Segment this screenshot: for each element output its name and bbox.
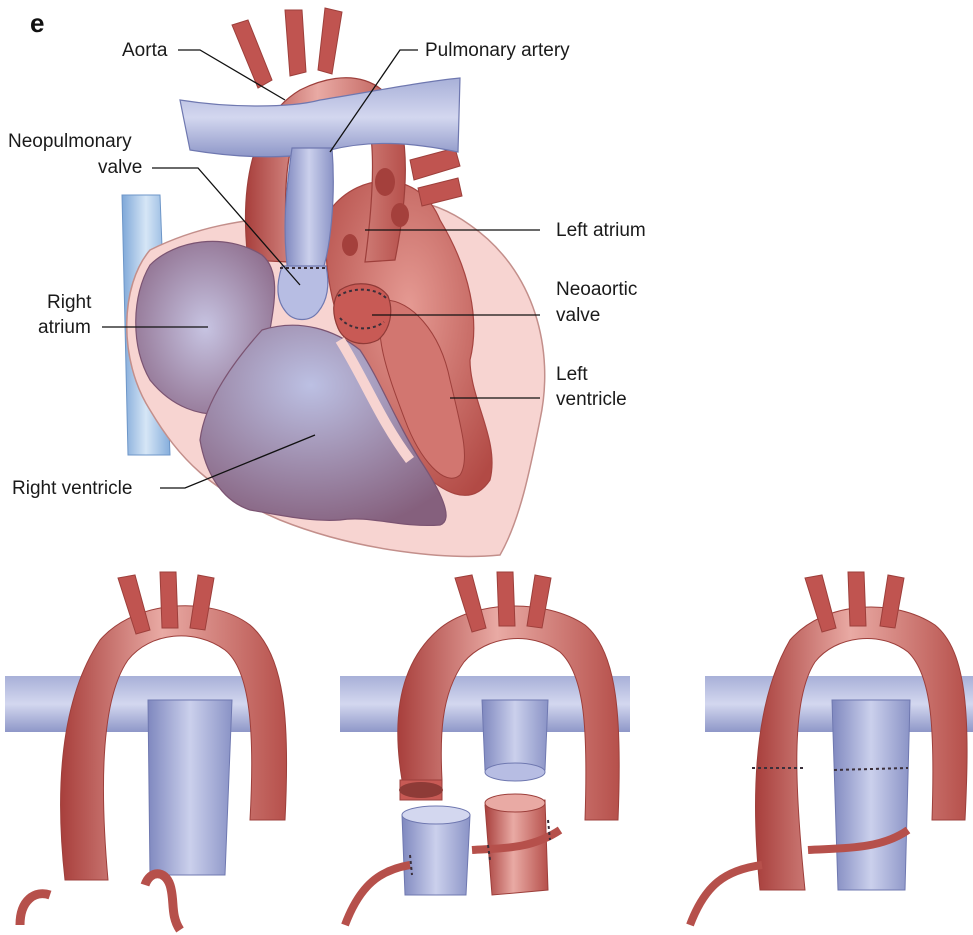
step-1-pulmonary-trunk [148,700,232,875]
label-neopulmonary-valve-line1: Neopulmonary [8,131,132,152]
label-neoaortic-valve-line2: valve [556,305,600,326]
step-2-aorta-cut-end [399,782,443,798]
label-left-atrium: Left atrium [556,220,646,241]
panel-letter: e [30,8,44,38]
pulmonary-artery-trunk [285,148,333,272]
step-3-pulmonary-trunk [832,700,910,890]
step-2-pulmonary-cut-end [485,763,545,781]
label-aorta: Aorta [122,40,168,61]
step-1-coronary-right [145,874,180,930]
step-3-anastomosis-illustration [690,572,973,925]
label-pulmonary-artery: Pulmonary artery [425,40,570,61]
aortic-branch-3 [318,8,342,74]
label-right-atrium-line2: atrium [38,317,91,338]
pulmonary-vein-ostium-1 [375,168,395,196]
label-right-atrium-line1: Right [47,292,92,313]
pulmonary-vein-ostium-3 [342,234,358,256]
step-1-transection-illustration [5,572,287,930]
label-right-ventricle: Right ventricle [12,478,132,499]
label-neoaortic-valve-line1: Neoaortic [556,279,637,300]
step-2-neopulmonary-rim [402,806,470,824]
step-2-head-vessels [455,572,551,632]
label-left-ventricle-line2: ventricle [556,389,627,410]
label-left-ventricle-line1: Left [556,364,588,385]
step-1-coronary-left [20,894,50,925]
step-3-head-vessels [805,572,904,632]
step-3-coronary-left [690,865,762,925]
label-neopulmonary-valve-line2: valve [98,157,142,178]
aortic-branch-1 [232,20,272,88]
aortic-branch-2 [285,10,306,76]
pulmonary-vein-stub-1 [410,148,460,180]
step-2-neoaortic-rim [485,794,545,812]
pulmonary-vein-stub-2 [418,178,462,206]
pulmonary-vein-ostium-2 [391,203,409,227]
neoaortic-valve [334,284,391,344]
step-2-coronary-left [345,865,410,925]
step-2-pulmonary-trunk [482,700,548,770]
step-2-translocation-illustration [340,572,630,925]
step-2-neopulmonary-root [402,815,470,895]
